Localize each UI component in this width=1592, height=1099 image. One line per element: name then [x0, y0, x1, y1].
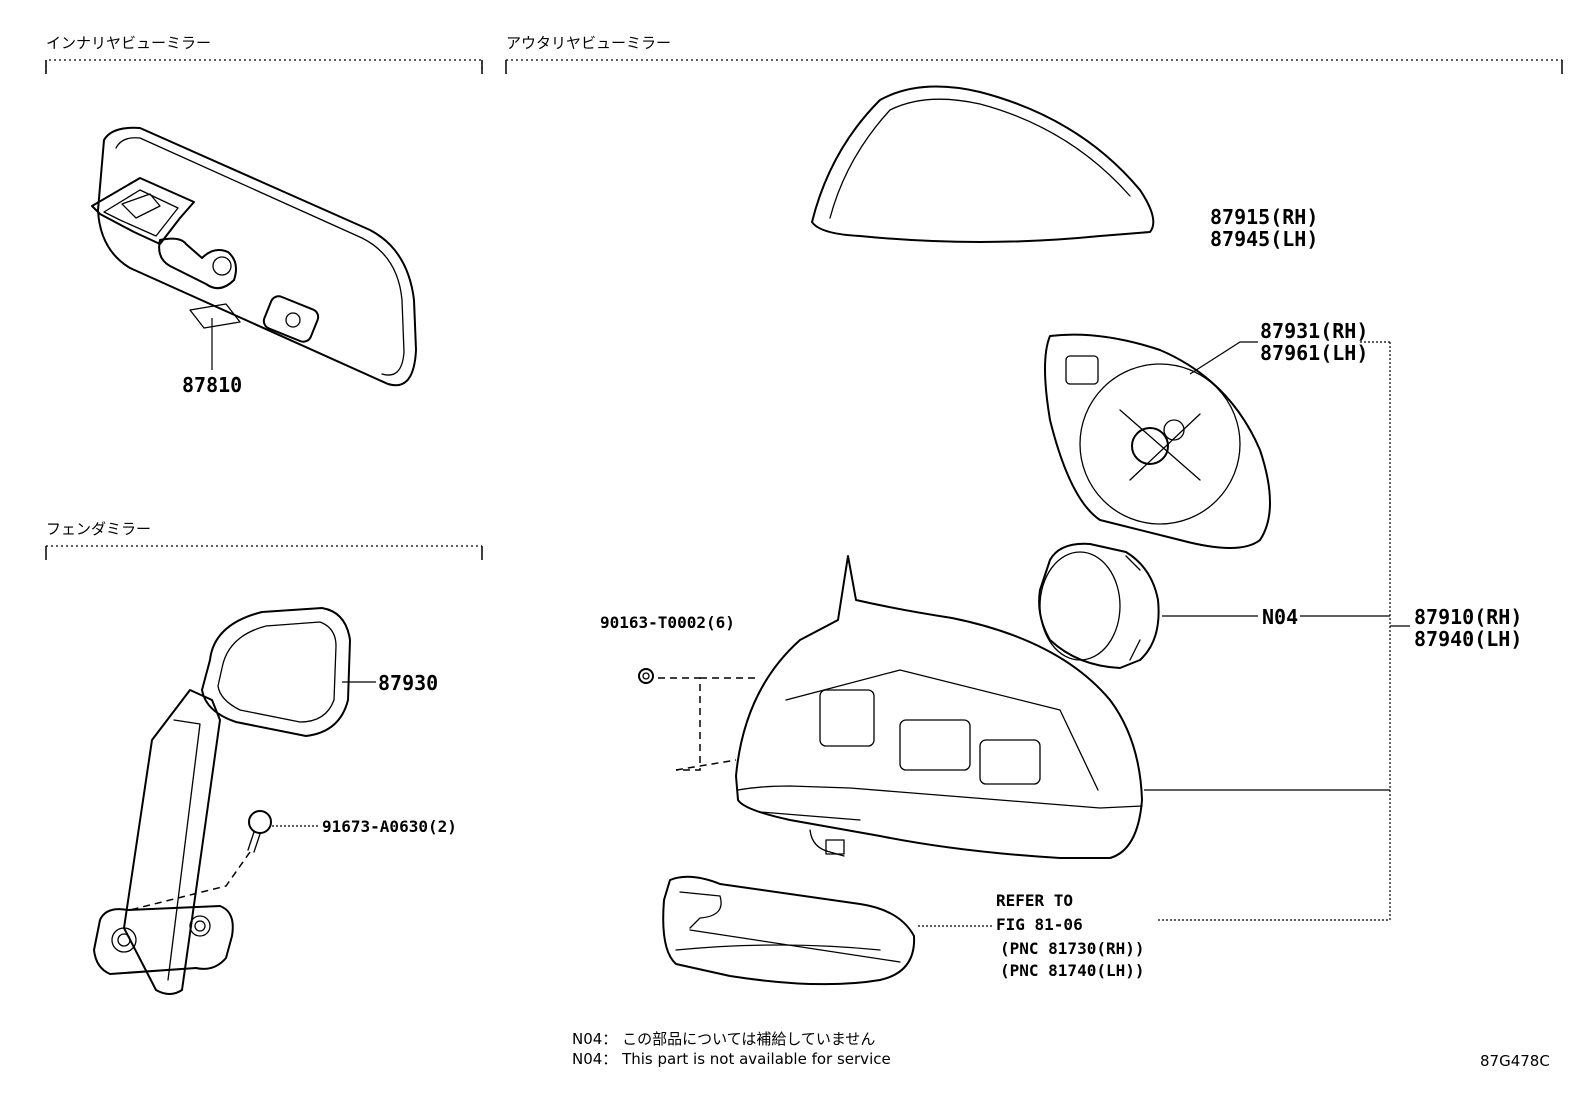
turn-signal-lamp	[662, 875, 916, 986]
outer-mirror-cover	[811, 85, 1155, 243]
leader-87931	[1189, 341, 1258, 375]
label-87910: 87910(RH)	[1414, 605, 1522, 629]
inner-mirror-bracket	[45, 59, 483, 72]
pnc-rh: (PNC 81730(RH))	[1000, 939, 1145, 958]
label-n04: N04	[1262, 605, 1298, 629]
label-87810: 87810	[182, 373, 242, 397]
note-n04-en: N04： This part is not available for serv…	[572, 1050, 891, 1068]
label-87915: 87915(RH)	[1210, 205, 1318, 229]
screw-90163-dash	[658, 677, 701, 771]
refer-to-line2: FIG 81-06	[996, 915, 1083, 934]
screw-90163-dash-3	[675, 759, 737, 771]
section-title-outer-mirror: アウタリヤビューミラー	[506, 34, 671, 52]
inner-rear-view-mirror	[91, 126, 417, 387]
label-90163: 90163-T0002(6)	[600, 613, 735, 632]
outer-mirror-glass	[1044, 333, 1271, 549]
label-91673: 91673-A0630(2)	[322, 817, 457, 836]
section-title-fender-mirror: フェンダミラー	[46, 520, 151, 538]
label-87945: 87945(LH)	[1210, 227, 1318, 251]
refer-to-line1: REFER TO	[996, 891, 1073, 910]
label-87930: 87930	[378, 671, 438, 695]
screw-90163	[638, 668, 654, 684]
outer-mirror-assembly	[735, 555, 1143, 859]
fender-mirror	[93, 607, 351, 995]
label-87931: 87931(RH)	[1260, 319, 1368, 343]
screw-dash-line	[129, 851, 251, 911]
mirror-actuator	[1038, 542, 1160, 669]
label-87961: 87961(LH)	[1260, 341, 1368, 365]
pnc-lh: (PNC 81740(LH))	[1000, 961, 1145, 980]
figure-code: 87G478C	[1480, 1052, 1550, 1070]
note-n04-jp: N04： この部品については補給していません	[572, 1030, 875, 1048]
label-87940: 87940(LH)	[1414, 627, 1522, 651]
section-title-inner-mirror: インナリヤビューミラー	[46, 34, 211, 52]
